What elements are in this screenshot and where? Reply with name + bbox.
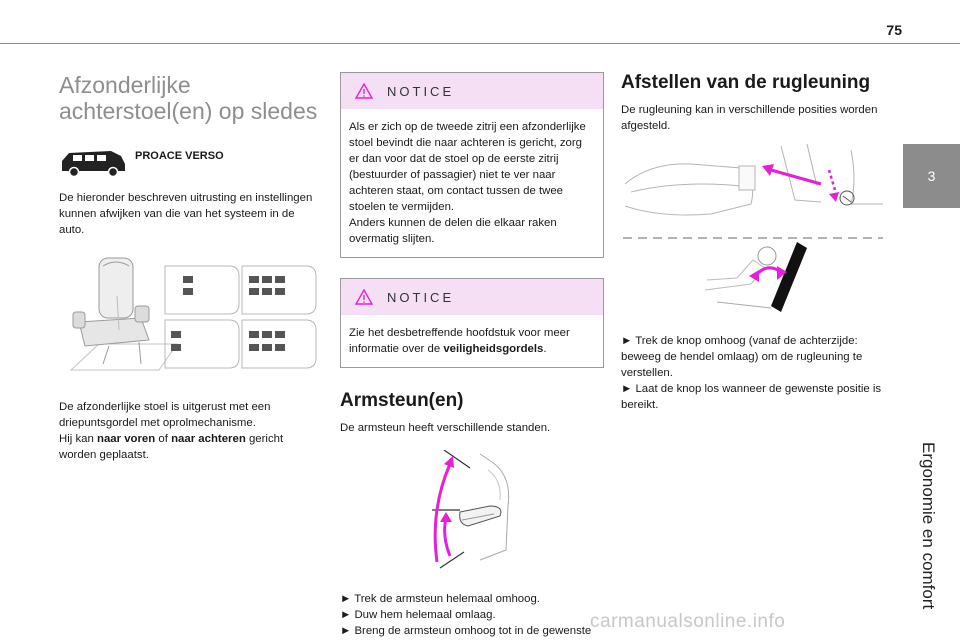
backrest-intro: De rugleuning kan in verschillende posit… <box>621 104 878 132</box>
armrest-step-2: ► Duw hem helemaal omlaag. <box>340 609 496 621</box>
notice-header-2: NOTICE <box>341 279 603 315</box>
column-seats: Afzonderlijke achterstoel(en) op sledes … <box>59 72 321 463</box>
seatbelts-link[interactable]: veiligheidsgordels <box>443 343 544 355</box>
armrest-title: Armsteun(en) <box>340 390 464 411</box>
notice-box-1: NOTICE Als er zich op de tweede zitrij e… <box>340 72 604 258</box>
seat-layout-illustration <box>69 257 317 371</box>
orientation-pre: Hij kan <box>59 433 97 445</box>
orientation-post: gericht worden geplaatst. <box>59 433 284 461</box>
armrest-intro: De armsteun heeft verschillende standen. <box>340 422 551 434</box>
notice-body-1: Als er zich op de tweede zitrij een afzo… <box>341 109 603 257</box>
van-top-views <box>164 265 317 369</box>
warning-icon <box>355 83 373 99</box>
orientation-mid: of <box>155 433 172 445</box>
column-notices: NOTICE Als er zich op de tweede zitrij e… <box>340 72 604 640</box>
seat-markers <box>171 276 285 351</box>
notice-text-2: Zie het desbetreffende hoofdstuk voor me… <box>349 325 595 357</box>
chapter-title: Ergonomie en comfort <box>919 442 938 610</box>
orientation-forward: naar voren <box>96 433 156 445</box>
backrest-step-2: ► Laat de knop los wanneer de gewenste p… <box>621 383 882 411</box>
notice-header-1: NOTICE <box>341 73 603 109</box>
notice-text-1b: Anders kunnen de delen die elkaar raken … <box>349 217 557 245</box>
seat-orientation-text: Hij kan naar voren of naar achteren geri… <box>59 431 321 463</box>
backrest-occupant <box>704 242 807 312</box>
orientation-backward: naar achteren <box>171 433 246 445</box>
notice-body-2: Zie het desbetreffende hoofdstuk voor me… <box>341 315 603 367</box>
section-title-line1: Afzonderlijke <box>59 72 191 98</box>
seat-belt-text: De afzonderlijke stoel is uitgerust met … <box>59 401 271 429</box>
notice-label-1: NOTICE <box>387 83 455 99</box>
notice-text-2-post: . <box>543 343 547 355</box>
section-title-seats: Afzonderlijke achterstoel(en) op sledes <box>59 72 321 124</box>
armrest-step-3: ► Breng de armsteun omhoog tot in de gew… <box>340 625 592 637</box>
armrest-illustration <box>432 449 510 569</box>
model-badge: PROACE VERSO <box>59 146 321 178</box>
seat-drawing <box>69 257 178 371</box>
backrest-illustration <box>623 143 883 312</box>
notice-text-1: Als er zich op de tweede zitrij een afzo… <box>349 121 586 213</box>
header-rule <box>0 43 960 44</box>
armrest-step-1: ► Trek de armsteun helemaal omhoog. <box>340 593 540 605</box>
seats-intro: De hieronder beschreven uitrusting en in… <box>59 192 313 236</box>
notice-box-2: NOTICE Zie het desbetreffende hoofdstuk … <box>340 278 604 368</box>
backrest-step-1: ► Trek de knop omhoog (vanaf de achterzi… <box>621 335 863 379</box>
model-badge-label: PROACE VERSO <box>135 150 224 162</box>
backrest-title: Afstellen van de rugleuning <box>621 72 871 93</box>
section-title-line2: achterstoel(en) op sledes <box>59 98 318 124</box>
van-icon <box>62 151 125 178</box>
watermark: carmanualsonline.info <box>590 611 786 632</box>
warning-icon <box>355 289 373 305</box>
notice-label-2: NOTICE <box>387 289 455 305</box>
notice-text-2-pre: Zie het desbetreffende hoofdstuk voor me… <box>349 327 570 355</box>
page-number: 75 <box>886 22 902 38</box>
column-backrest: Afstellen van de rugleuning De rugleunin… <box>621 72 885 413</box>
chapter-tab[interactable]: 3 <box>903 144 960 208</box>
